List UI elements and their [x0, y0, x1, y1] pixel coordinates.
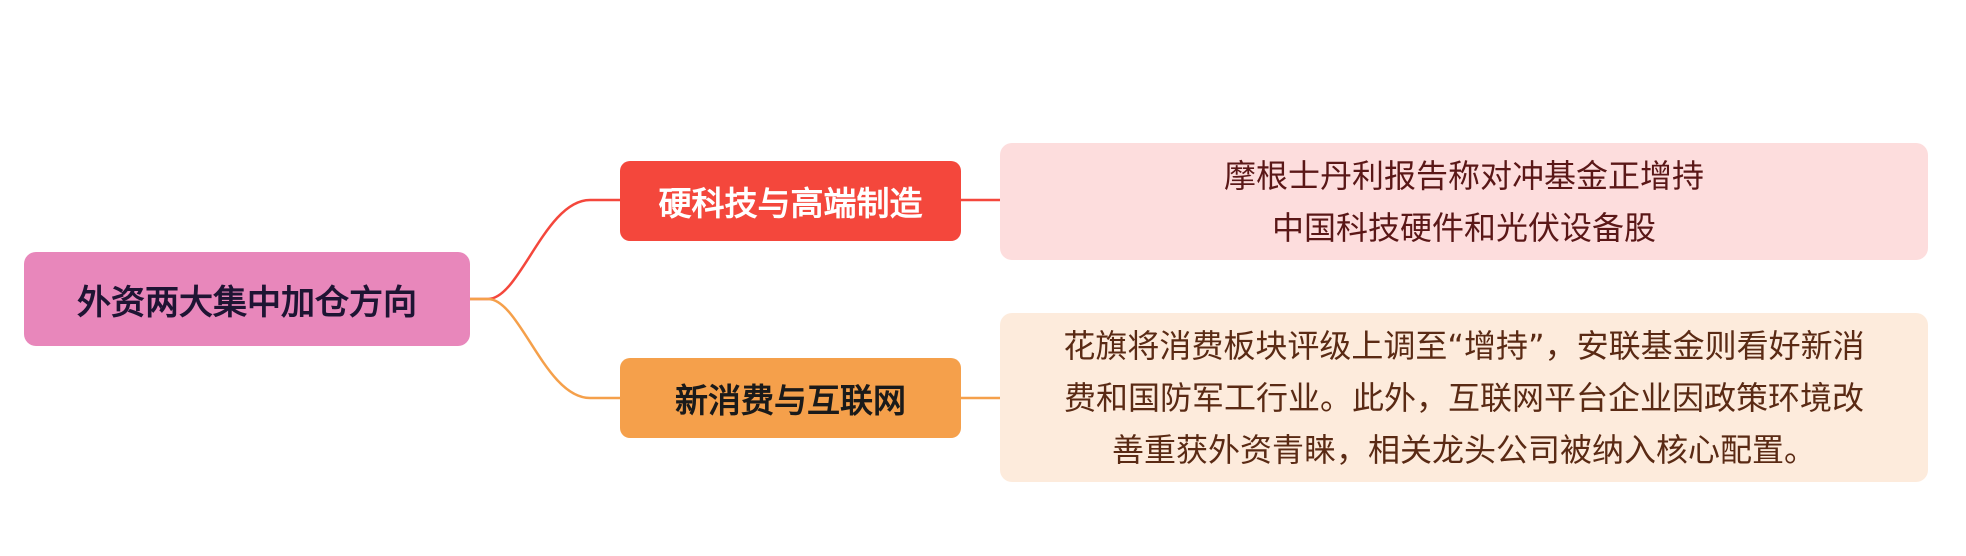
branch-node-hard-tech[interactable]: 硬科技与高端制造: [620, 161, 961, 241]
branch-label-hard-tech: 硬科技与高端制造: [658, 184, 923, 223]
root-label: 外资两大集中加仓方向: [77, 282, 417, 323]
mindmap-root-node[interactable]: 外资两大集中加仓方向: [24, 252, 470, 346]
detail-node-consumer-internet[interactable]: 花旗将消费板块评级上调至“增持”，安联基金则看好新消 费和国防军工行业。此外，互…: [1000, 313, 1928, 482]
branch-label-consumer-internet: 新消费与互联网: [675, 381, 906, 420]
branch-node-consumer-internet[interactable]: 新消费与互联网: [620, 358, 961, 438]
connector-root-to-hard-tech: [470, 198, 620, 301]
detail-node-hard-tech[interactable]: 摩根士丹利报告称对冲基金正增持 中国科技硬件和光伏设备股: [1000, 143, 1928, 260]
detail-text-hard-tech: 摩根士丹利报告称对冲基金正增持 中国科技硬件和光伏设备股: [1223, 156, 1704, 247]
connector-root-to-consumer-internet: [470, 297, 620, 400]
detail-text-consumer-internet: 花旗将消费板块评级上调至“增持”，安联基金则看好新消 费和国防军工行业。此外，互…: [1063, 326, 1865, 469]
